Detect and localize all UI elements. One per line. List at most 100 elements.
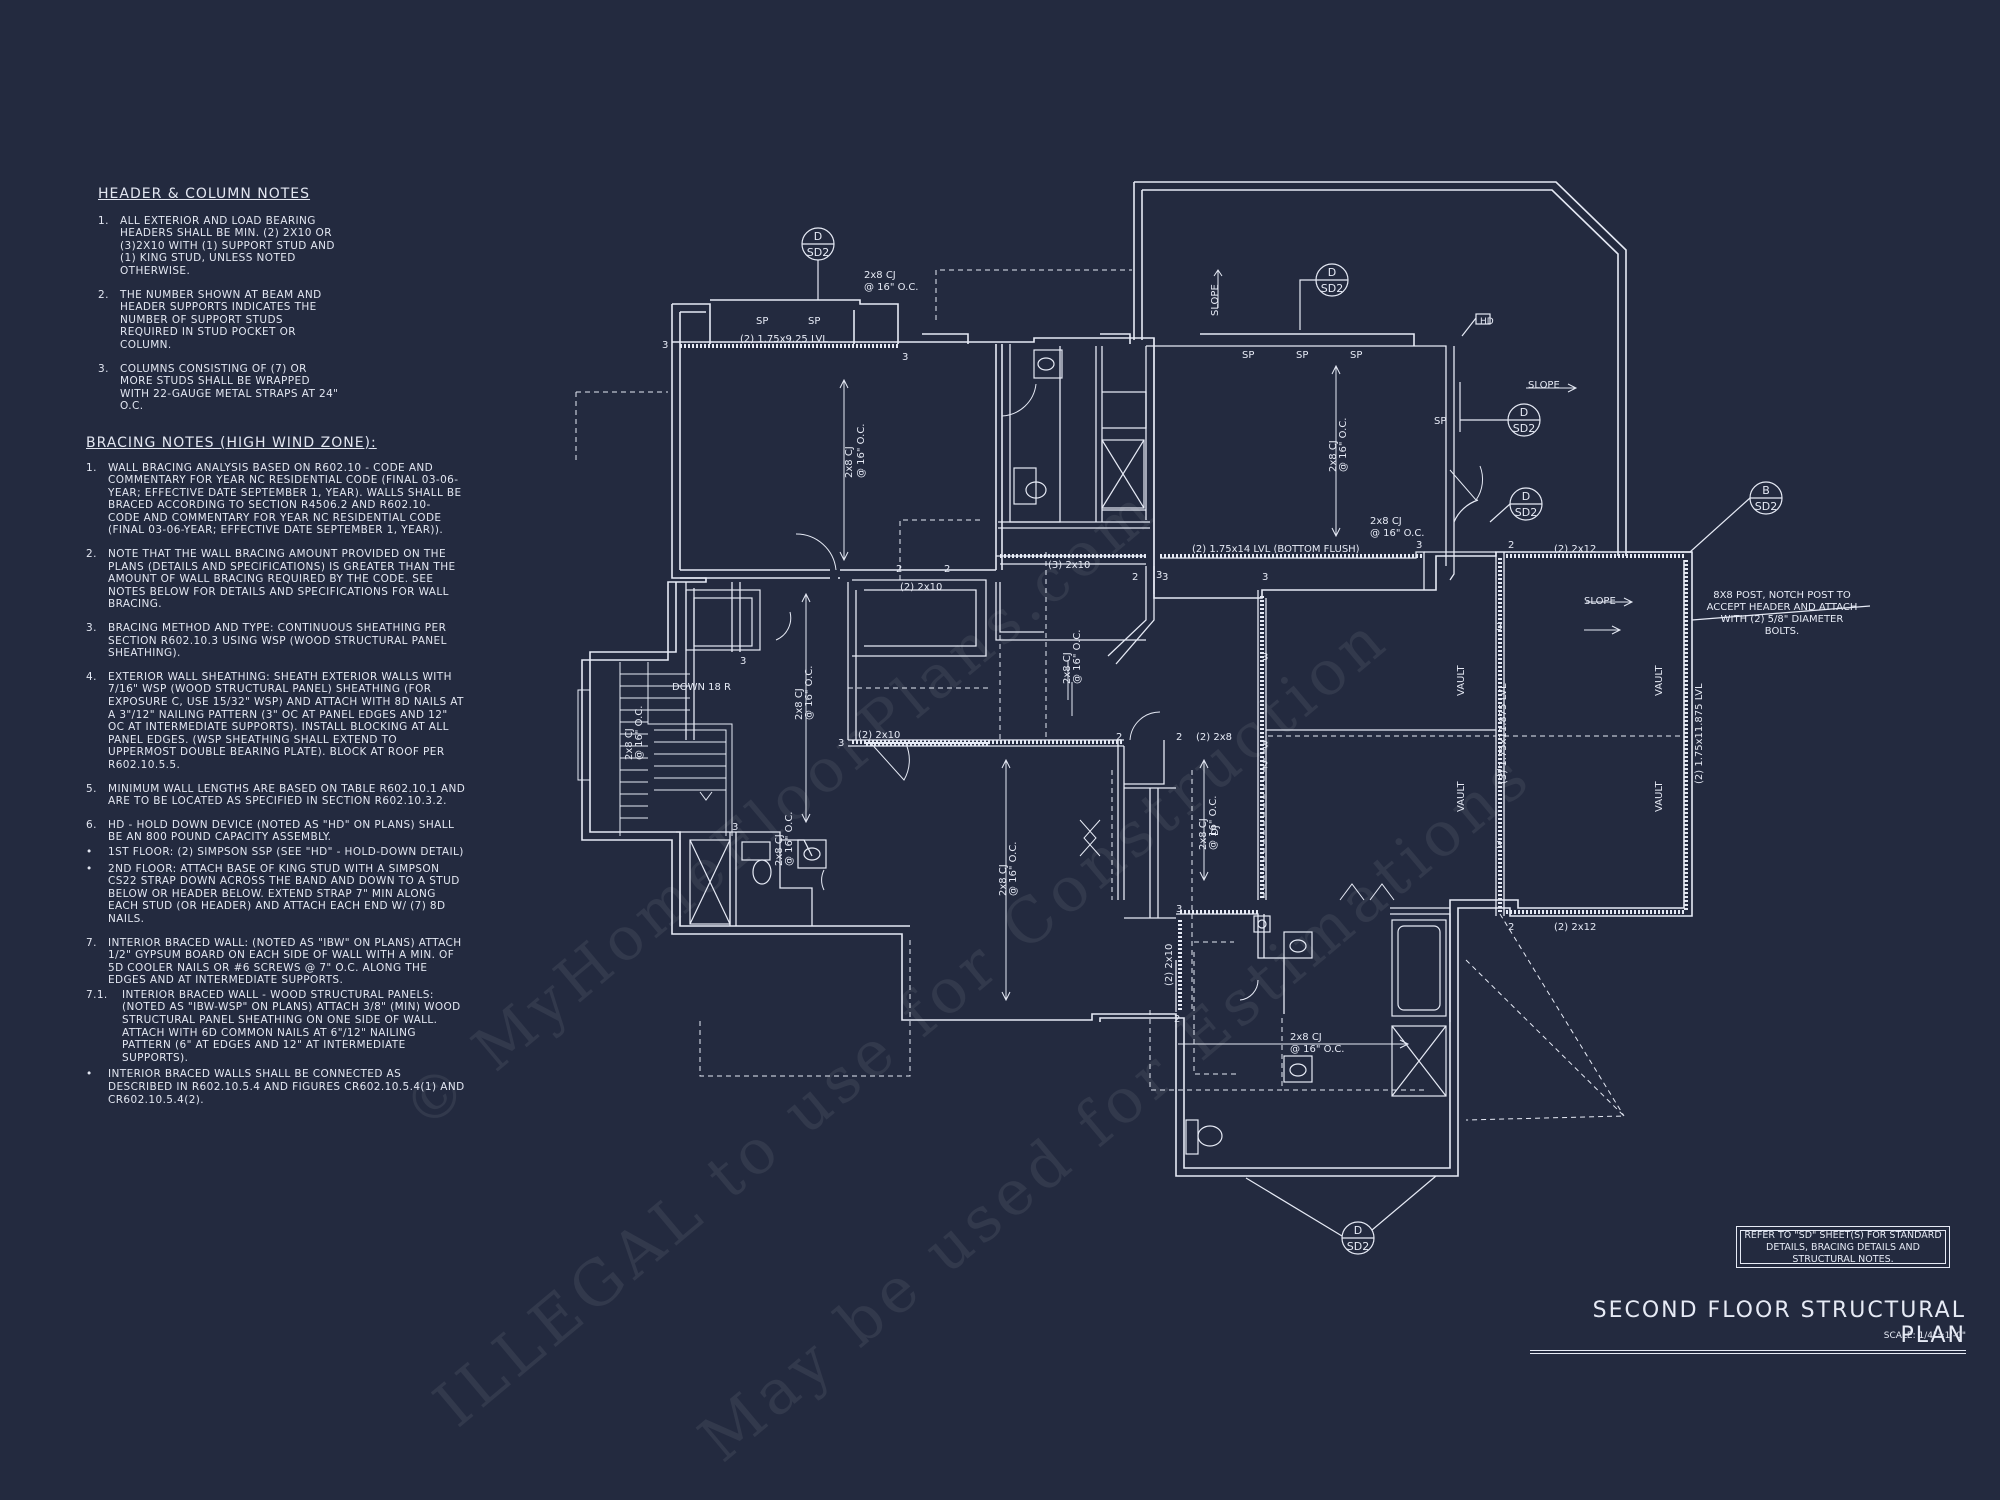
- rotated-plan-labels: 2x8 CJ @ 16" O.C. 2x8 CJ @ 16" O.C. 2x8 …: [624, 284, 1705, 986]
- door-swings: [775, 383, 1484, 1001]
- section-marker-letter: D: [1520, 406, 1528, 419]
- svg-text:2: 2: [896, 564, 902, 575]
- note-text: WALL BRACING ANALYSIS BASED ON R602.10 -…: [108, 461, 462, 537]
- support-post-label: SP: [808, 316, 820, 327]
- support-post-label: SP: [1434, 416, 1446, 427]
- joist-arrows: [801, 269, 1634, 1049]
- note-subitem: •INTERIOR BRACED WALLS SHALL BE CONNECTE…: [86, 1068, 466, 1106]
- svg-text:3: 3: [838, 738, 844, 749]
- bullet: •: [86, 845, 93, 858]
- bracing-notes: BRACING NOTES (HIGH WIND ZONE): 1. WALL B…: [86, 434, 466, 1106]
- note-item: 1.ALL EXTERIOR AND LOAD BEARING HEADERS …: [86, 215, 466, 278]
- interior-walls: [676, 338, 1505, 1022]
- post-note-box: 8x8 POST, NOTCH POST TO ACCEPT HEADER AN…: [1706, 590, 1858, 637]
- note-number: 6.: [86, 818, 97, 831]
- note-number: 2.: [86, 548, 97, 561]
- joist-label: 2x8 CJ: [794, 688, 805, 720]
- note-text: NOTE THAT THE WALL BRACING AMOUNT PROVID…: [108, 548, 456, 611]
- beam-label: (2) 1.75x9.25 LVL: [740, 334, 828, 345]
- note-text: INTERIOR BRACED WALL: (NOTED AS "IBW" ON…: [108, 936, 462, 987]
- note-number: 3.: [98, 362, 109, 375]
- joist-spacing: @ 16" O.C.: [634, 706, 645, 761]
- section-marker: [1460, 403, 1541, 437]
- section-marker-sheet: SD2: [807, 246, 829, 259]
- joist-label: 2x8 CJ: [1198, 818, 1209, 850]
- stair-label: DOWN 18 R: [672, 682, 731, 693]
- note-item: 7. INTERIOR BRACED WALL: (NOTED AS "IBW" …: [86, 937, 466, 987]
- note-text: MINIMUM WALL LENGTHS ARE BASED ON TABLE …: [108, 782, 466, 808]
- header-label: (2) 2x10: [858, 730, 900, 741]
- svg-text:3: 3: [1176, 904, 1182, 915]
- note-subitem: 7.1.INTERIOR BRACED WALL - WOOD STRUCTUR…: [86, 989, 466, 1065]
- joist-spacing: @ 16" O.C.: [1338, 418, 1349, 473]
- bullet: •: [86, 862, 93, 875]
- joist-label: 2x8 CJ: [624, 728, 635, 760]
- section-marker-sheet: SD2: [1755, 500, 1777, 513]
- drawing-title: SECOND FLOOR STRUCTURAL PLAN: [1530, 1298, 1966, 1354]
- section-marker-sheet: SD2: [1515, 506, 1537, 519]
- section-marker-sheet: SD2: [1321, 282, 1343, 295]
- note-number: 7.: [86, 936, 97, 949]
- joist-label: 2x8 CJ: [1328, 440, 1339, 472]
- section-marker: [1689, 481, 1783, 553]
- svg-text:2: 2: [1174, 1014, 1180, 1025]
- post-note: 8x8 POST, NOTCH POST TO ACCEPT HEADER AN…: [1706, 590, 1858, 637]
- note-item: 3. COLUMNS CONSISTING OF (7) OR MORE STUD…: [86, 363, 466, 413]
- svg-text:3: 3: [1262, 740, 1268, 751]
- section-marker-letter: D: [1522, 490, 1530, 503]
- note-number: 1.: [86, 461, 97, 474]
- joist-spacing: @ 16" O.C.: [1072, 630, 1083, 685]
- notes-column: HEADER & COLUMN NOTES 1.ALL EXTERIOR AND…: [86, 186, 466, 1110]
- svg-text:2: 2: [1116, 732, 1122, 743]
- exterior-walls: [581, 181, 1693, 1177]
- section-marker: [1245, 1175, 1437, 1255]
- note-item: 5.MINIMUM WALL LENGTHS ARE BASED ON TABL…: [86, 783, 466, 808]
- svg-text:3: 3: [732, 822, 738, 833]
- note-number: 3.: [86, 622, 97, 635]
- joist-label: 2x8 CJ: [864, 270, 896, 281]
- svg-text:3: 3: [1496, 840, 1502, 851]
- bullet: •: [86, 1068, 93, 1081]
- beam-label: (2) 1.75x14 LVL (BOTTOM FLUSH): [1192, 544, 1360, 555]
- plumbing-fixtures: [685, 349, 1447, 1155]
- svg-text:3: 3: [1416, 540, 1422, 551]
- note-text: INTERIOR BRACED WALL - WOOD STRUCTURAL P…: [122, 988, 461, 1064]
- note-number: 2.: [98, 288, 109, 301]
- support-post-label: SP: [1350, 350, 1362, 361]
- header-label: (2) 2x12: [1554, 544, 1596, 555]
- header-label: (2) 2x8: [1196, 732, 1232, 743]
- header-notes-title: HEADER & COLUMN NOTES: [98, 186, 311, 202]
- svg-text:3: 3: [1156, 570, 1162, 581]
- section-marker: [801, 227, 835, 300]
- slope-label: SLOPE: [1528, 380, 1560, 391]
- support-post-label: SP: [756, 316, 768, 327]
- vault-label: VAULT: [1654, 780, 1665, 812]
- plan-labels: (2) 1.75x9.25 LVL (2) 1.75x14 LVL (BOTTO…: [672, 270, 1616, 1055]
- vault-label: VAULT: [1456, 780, 1467, 812]
- section-marker-sheet: SD2: [1347, 1240, 1369, 1253]
- beam-label: (3) 1.75x11.875 LVL: [1498, 683, 1509, 784]
- post-note-text: 8x8 POST, NOTCH POST TO ACCEPT HEADER AN…: [1706, 590, 1858, 637]
- section-marker: [1299, 263, 1349, 330]
- note-text: 1ST FLOOR: (2) SIMPSON SSP (SEE "HD" - H…: [108, 845, 464, 858]
- bracing-notes-title: BRACING NOTES (HIGH WIND ZONE):: [86, 434, 377, 451]
- header-column-notes: HEADER & COLUMN NOTES 1.ALL EXTERIOR AND…: [86, 186, 466, 413]
- joist-spacing: @ 16" O.C.: [1290, 1044, 1345, 1055]
- svg-text:3: 3: [1162, 572, 1168, 583]
- note-text: COLUMNS CONSISTING OF (7) OR MORE STUDS …: [120, 362, 339, 413]
- note-item: 4.EXTERIOR WALL SHEATHING: SHEATH EXTERI…: [86, 671, 466, 772]
- slope-label: SLOPE: [1584, 596, 1616, 607]
- header-label: (2) 2x10: [1164, 944, 1175, 986]
- stair-flight: [577, 662, 733, 836]
- dashed-overhead-lines: [575, 269, 1684, 1121]
- section-marker-labels: D SD2 D SD2 D SD2 D SD2 B SD2 D SD2: [807, 230, 1777, 1253]
- section-marker-letter: D: [1354, 1224, 1362, 1237]
- note-item: 6.HD - HOLD DOWN DEVICE (NOTED AS "HD" O…: [86, 819, 466, 844]
- header-label: (2) 2x10: [900, 582, 942, 593]
- svg-text:2: 2: [1508, 922, 1514, 933]
- section-marker-letter: D: [814, 230, 822, 243]
- note-item: 1. WALL BRACING ANALYSIS BASED ON R602.10…: [86, 462, 466, 538]
